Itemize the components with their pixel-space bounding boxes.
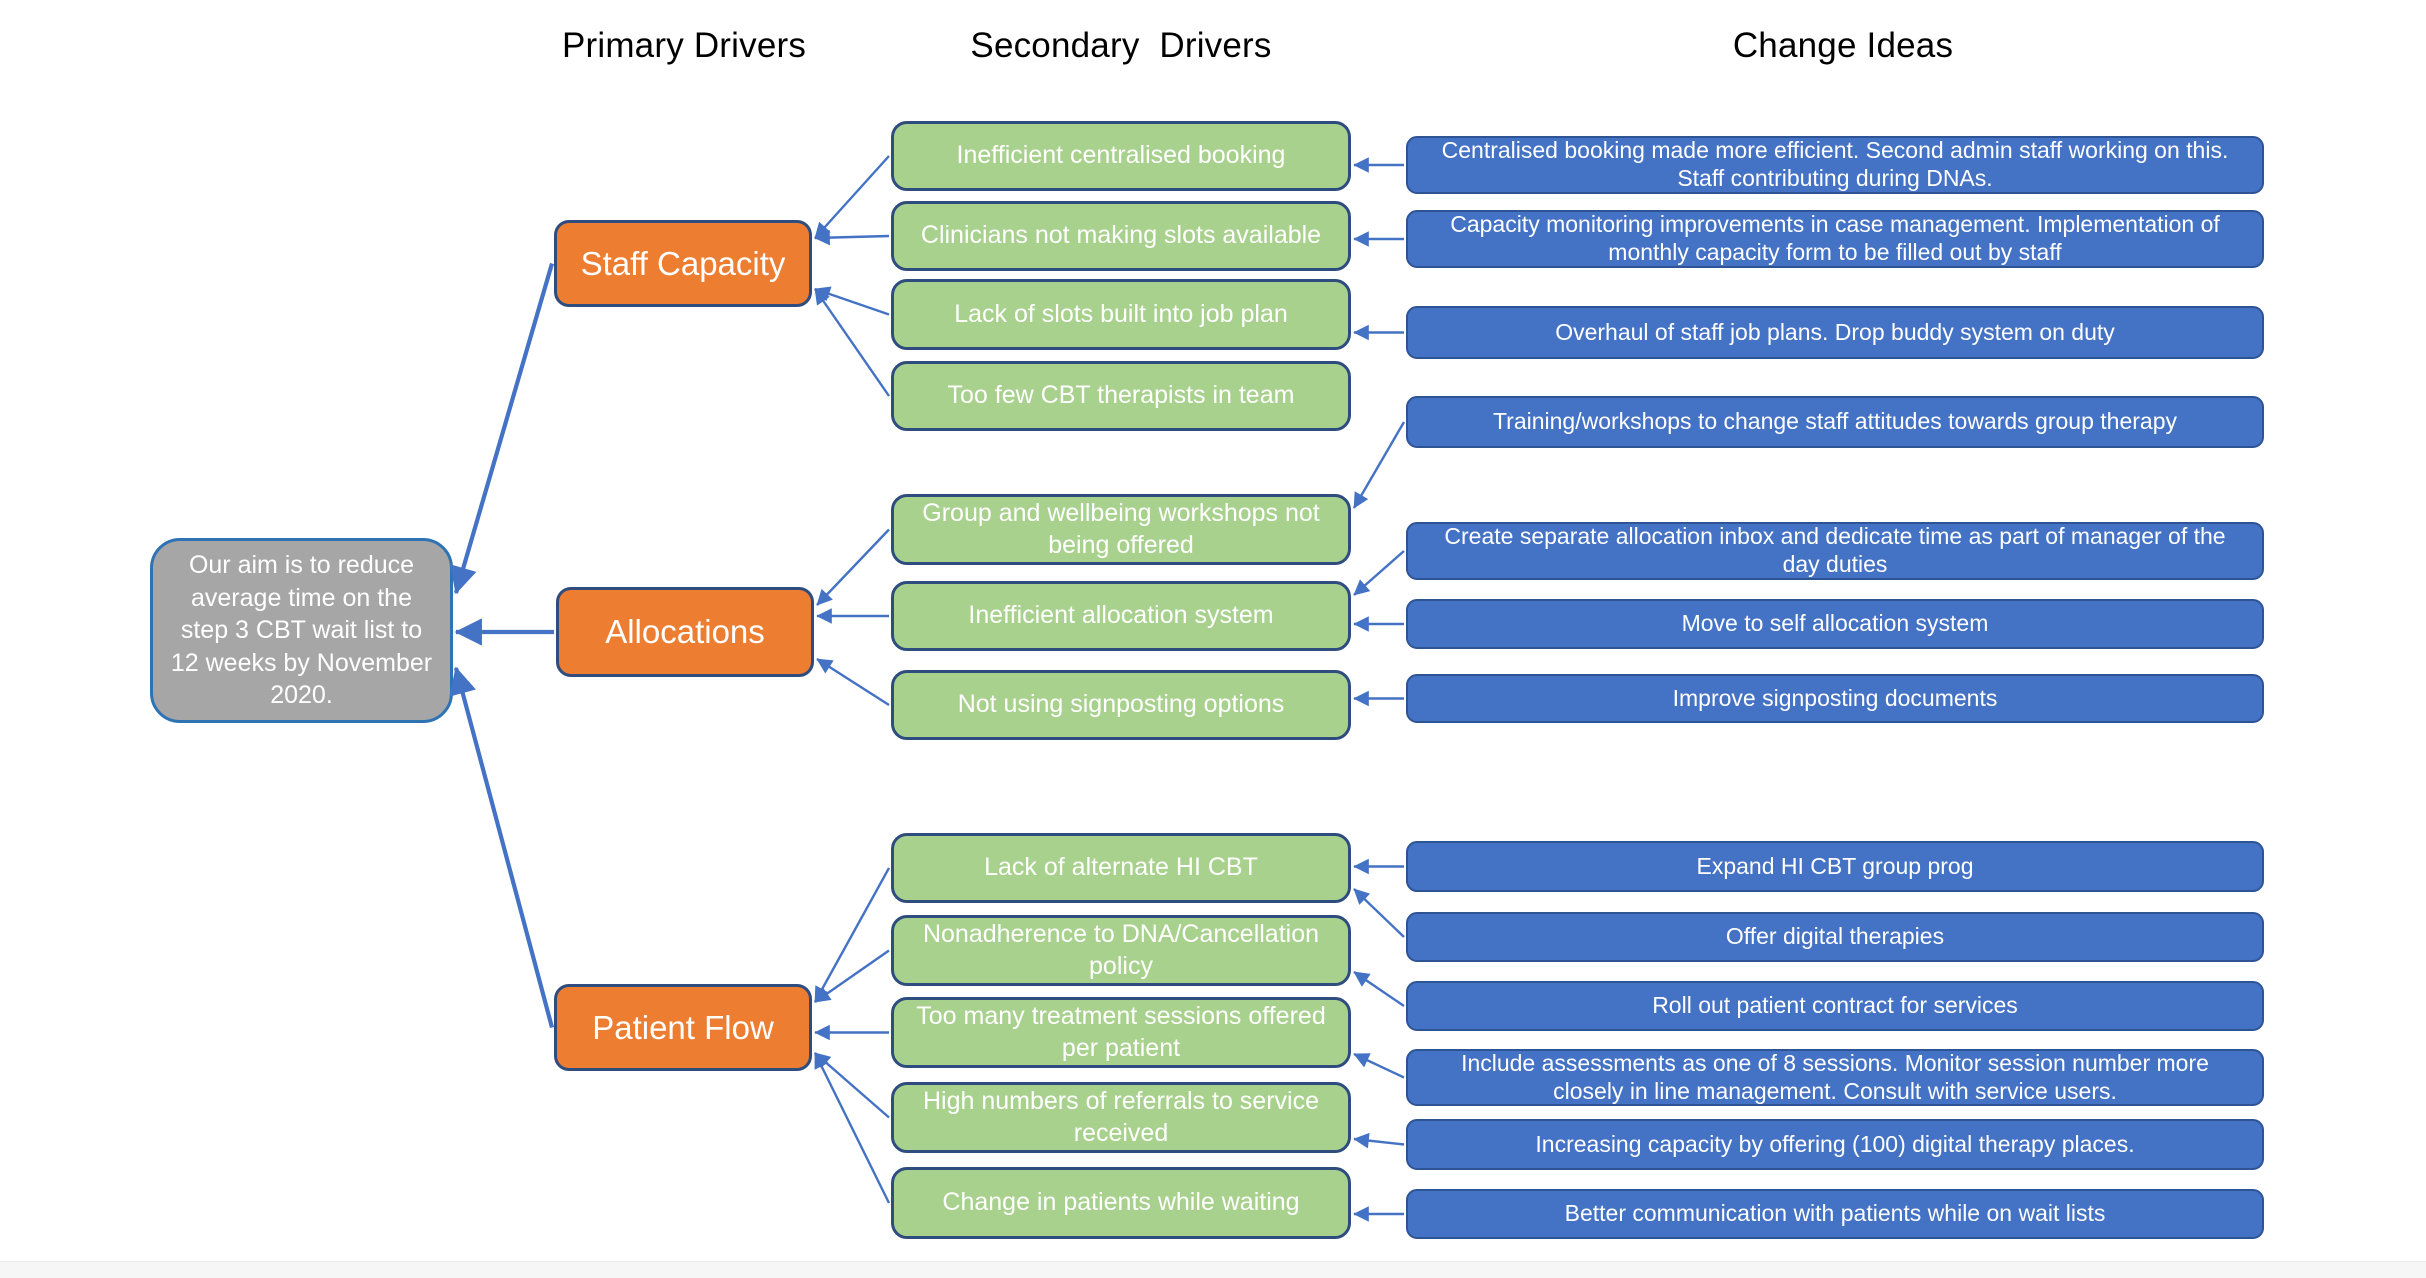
secondary-driver-box-label: Too few CBT therapists in team xyxy=(947,381,1295,410)
secondary-driver-box-label: Change in patients while waiting xyxy=(942,1188,1300,1217)
change-idea-box-label: Expand HI CBT group prog xyxy=(1696,852,1974,879)
connector-arrow xyxy=(814,286,890,316)
connector-arrow xyxy=(1353,550,1405,596)
aim-box-label: Our aim is to reduce average time on the… xyxy=(170,551,433,710)
secondary-driver-box-label: Inefficient allocation system xyxy=(968,601,1274,630)
primary-driver-box-label: Allocations xyxy=(605,613,765,650)
connector-arrow xyxy=(813,1052,891,1204)
change-idea-box-label: Capacity monitoring improvements in case… xyxy=(1450,211,2220,265)
change-idea-box: Centralised booking made more efficient.… xyxy=(1406,136,2264,194)
connector-arrow xyxy=(814,949,890,1003)
change-idea-box-label: Training/workshops to change staff attit… xyxy=(1492,408,2177,435)
connector-arrow xyxy=(1353,1052,1405,1079)
primary-driver-box-label: Patient Flow xyxy=(592,1008,774,1046)
change-idea-box-label: Improve signposting documents xyxy=(1672,684,1998,711)
primary-driver-box: Allocations xyxy=(556,587,814,677)
column-header-change-ideas: Change Ideas xyxy=(1732,26,1954,65)
change-idea-box-label: Overhaul of staff job plans. Drop buddy … xyxy=(1555,318,2115,345)
change-idea-box: Expand HI CBT group prog xyxy=(1406,841,2264,892)
secondary-driver-box: High numbers of referrals to service rec… xyxy=(891,1082,1351,1153)
connector-arrow xyxy=(814,288,890,397)
secondary-driver-box: Change in patients while waiting xyxy=(891,1167,1351,1239)
secondary-driver-box: Nonadherence to DNA/Cancellation policy xyxy=(891,915,1351,986)
secondary-driver-box-label: Inefficient centralised booking xyxy=(956,141,1286,170)
change-idea-box-label: Roll out patient contract for services xyxy=(1652,992,2018,1019)
change-idea-box-label: Include assessments as one of 8 sessions… xyxy=(1461,1049,2209,1104)
column-header-primary-drivers: Primary Drivers xyxy=(561,26,807,65)
secondary-driver-box-label: High numbers of referrals to service rec… xyxy=(923,1087,1319,1147)
secondary-driver-box: Lack of slots built into job plan xyxy=(891,279,1351,350)
change-idea-box: Offer digital therapies xyxy=(1406,912,2264,962)
secondary-driver-box-label: Not using signposting options xyxy=(957,690,1285,719)
aim-box: Our aim is to reduce average time on the… xyxy=(150,538,453,723)
secondary-driver-box: Group and wellbeing workshops not being … xyxy=(891,494,1351,565)
column-header-secondary-drivers: Secondary Drivers xyxy=(970,26,1272,65)
connector-arrow xyxy=(450,262,555,595)
secondary-driver-box: Inefficient allocation system xyxy=(891,581,1351,651)
change-idea-box: Overhaul of staff job plans. Drop buddy … xyxy=(1406,306,2264,359)
change-idea-box: Improve signposting documents xyxy=(1406,674,2264,723)
secondary-driver-box-label: Nonadherence to DNA/Cancellation policy xyxy=(922,920,1320,980)
secondary-driver-box: Inefficient centralised booking xyxy=(891,121,1351,191)
connector-arrow xyxy=(1353,1132,1405,1149)
change-idea-box-label: Offer digital therapies xyxy=(1725,923,1945,950)
connector-arrow xyxy=(1353,888,1405,938)
change-idea-box-label: Create separate allocation inbox and ded… xyxy=(1444,523,2226,577)
change-idea-box: Include assessments as one of 8 sessions… xyxy=(1406,1049,2264,1106)
change-idea-box: Better communication with patients while… xyxy=(1406,1189,2264,1239)
secondary-driver-box: Lack of alternate HI CBT xyxy=(891,833,1351,903)
change-idea-box: Increasing capacity by offering (100) di… xyxy=(1406,1119,2264,1170)
change-idea-box: Roll out patient contract for services xyxy=(1406,981,2264,1031)
connector-arrow xyxy=(813,867,891,1003)
connector-arrow xyxy=(1352,421,1406,509)
change-idea-box: Move to self allocation system xyxy=(1406,599,2264,649)
connector-arrow xyxy=(816,528,890,606)
secondary-driver-box: Too few CBT therapists in team xyxy=(891,361,1351,431)
change-idea-box: Create separate allocation inbox and ded… xyxy=(1406,522,2264,580)
secondary-driver-box-label: Too many treatment sessions offered per … xyxy=(916,1002,1326,1062)
connector-arrow xyxy=(814,155,890,239)
primary-driver-box: Staff Capacity xyxy=(554,220,812,307)
change-idea-box-label: Better communication with patients while… xyxy=(1564,1200,2106,1227)
change-idea-box: Capacity monitoring improvements in case… xyxy=(1406,210,2264,268)
secondary-driver-box: Too many treatment sessions offered per … xyxy=(891,997,1351,1068)
change-idea-box-label: Move to self allocation system xyxy=(1681,610,1989,637)
secondary-driver-box-label: Clinicians not making slots available xyxy=(920,221,1322,250)
secondary-driver-box-label: Lack of alternate HI CBT xyxy=(984,853,1258,882)
change-idea-box-label: Increasing capacity by offering (100) di… xyxy=(1535,1130,2135,1157)
connector-arrow xyxy=(1353,971,1405,1007)
connector-arrow xyxy=(814,229,890,246)
change-idea-box: Training/workshops to change staff attit… xyxy=(1406,396,2264,448)
change-idea-box-label: Centralised booking made more efficient.… xyxy=(1441,137,2229,191)
secondary-driver-box: Not using signposting options xyxy=(891,670,1351,740)
connector-arrow xyxy=(816,657,890,707)
connector-arrow xyxy=(814,1052,890,1119)
secondary-driver-box-label: Lack of slots built into job plan xyxy=(954,299,1288,328)
secondary-driver-box: Clinicians not making slots available xyxy=(891,201,1351,271)
secondary-driver-box-label: Group and wellbeing workshops not being … xyxy=(922,499,1320,559)
slide-bottom-edge xyxy=(0,1261,2426,1278)
primary-driver-box-label: Staff Capacity xyxy=(580,244,786,282)
connector-arrow xyxy=(449,666,555,1029)
primary-driver-box: Patient Flow xyxy=(554,984,812,1071)
